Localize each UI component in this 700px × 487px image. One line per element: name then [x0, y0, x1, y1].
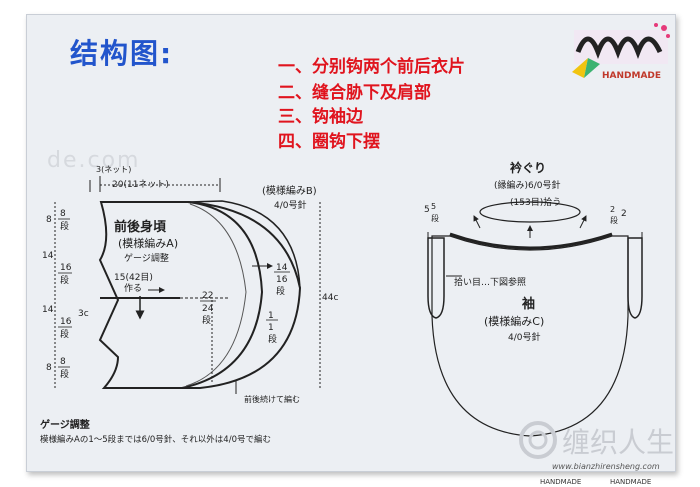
gauge-adj-label: ゲージ調整 [124, 252, 169, 264]
site-url: www.bianzhirensheng.com [552, 462, 660, 471]
left-dim-4-value: 8 [46, 363, 52, 373]
gauge-title: ゲージ調整 [40, 418, 90, 431]
collar-title: 衿ぐり [510, 160, 546, 175]
gauge-note: ゲージ調整 模様編みAの1～5段までは6/0号針、それ以外は4/0号で編む [40, 418, 271, 445]
make-label: 15(42目) [114, 272, 153, 283]
handmade-logo-art: HANDMADE [572, 23, 670, 81]
right-dim-1-unit: 段 [276, 285, 285, 297]
needle-b-label: 4/0号針 [274, 199, 307, 211]
footer-mark-1: HANDMADE [540, 478, 582, 486]
collar-ring [479, 201, 581, 223]
sleeve-name: 袖 [522, 296, 535, 312]
step-1: 一、分别钩两个前后衣片 [278, 57, 465, 77]
left-dim-1-unit: 段 [60, 220, 69, 232]
left-dim-3-value: 14 [42, 305, 54, 315]
pattern-b-label: (模様編みB) [262, 184, 317, 197]
panel-stitch: (模様編みA) [118, 236, 178, 250]
left-dim-2-rows: 16 [60, 263, 72, 273]
left-dim-1-rows: 8 [60, 209, 66, 219]
right-dim-2-unit: 段 [268, 333, 277, 345]
right-dim-1-rows: 16 [276, 275, 288, 285]
gauge-text: 模様編みAの1～5段までは6/0号針、それ以外は4/0号で編む [40, 434, 271, 445]
step-4: 四、圈钩下摆 [278, 132, 380, 152]
total-height: 44c [322, 293, 338, 303]
inner-dim-rows: 24 [202, 304, 214, 314]
watermark-right-art: 缠织人生 [519, 421, 674, 459]
right-side-value: 2 [621, 209, 627, 219]
right-dim-1-value: 14 [276, 263, 288, 273]
left-dim-2-value: 14 [42, 251, 54, 261]
logo-text: HANDMADE [602, 71, 661, 81]
watermark-right-text: 缠织人生 [562, 426, 674, 459]
left-dim-3-rows: 16 [60, 317, 72, 327]
sleeve-diagram: 衿ぐり (縁編み)6/0号針 (153目)拾う 5 5 段 2 段 2 拾い目…… [424, 160, 643, 437]
inner-dim-value: 22 [202, 291, 213, 301]
right-side-rows: 2 [610, 205, 615, 214]
inner-curve [181, 201, 264, 389]
step-2: 二、缝合胁下及肩部 [278, 83, 431, 103]
body-panel-diagram: 3(ネット) 20(11ネット) 前後身頃 (模様編みA) ゲージ調整 (模様編… [42, 165, 338, 404]
diagram-card [26, 14, 676, 472]
left-cuff [427, 237, 445, 319]
left-dim-2-unit: 段 [60, 274, 69, 286]
panel-outline [98, 201, 302, 389]
watermark-left: de.com [47, 148, 141, 173]
top-note: 3(ネット) [96, 165, 131, 174]
left-small-dim: 3c [78, 309, 89, 319]
right-cuff [627, 237, 643, 319]
sleeve-body-outline [431, 235, 629, 437]
left-dim-4-rows: 8 [60, 357, 66, 367]
right-dim-2-rows: 1 [268, 323, 274, 333]
left-dim-1-value: 8 [46, 215, 52, 225]
right-dim-2-value: 1 [268, 311, 274, 321]
handmade-logo: HANDMADE [568, 22, 676, 84]
pickup-note: 拾い目…下図参照 [454, 276, 526, 288]
left-dim-4-unit: 段 [60, 368, 69, 380]
page-title: 结构图: [70, 37, 174, 70]
top-width: 20(11ネット) [112, 179, 169, 190]
sleeve-stitch: (模様編みC) [484, 314, 544, 328]
left-dim-3-unit: 段 [60, 328, 69, 340]
left-side-value: 5 [424, 205, 430, 215]
inner-curve-2 [185, 203, 247, 387]
sleeve-needle: 4/0号針 [508, 331, 541, 343]
panel-name: 前後身頃 [114, 219, 167, 235]
footer-mark-2: HANDMADE [610, 478, 652, 486]
make-label-2: 作る [124, 282, 142, 294]
continue-note: 前後続けて編む [244, 394, 300, 404]
step-3: 三、钩袖边 [278, 107, 363, 127]
left-side-rows: 5 [431, 202, 436, 211]
collar-stitch: (縁編み)6/0号針 [494, 179, 561, 191]
right-side-unit: 段 [610, 215, 618, 225]
left-side-unit: 段 [431, 213, 439, 223]
inner-dim-unit: 段 [202, 314, 211, 326]
